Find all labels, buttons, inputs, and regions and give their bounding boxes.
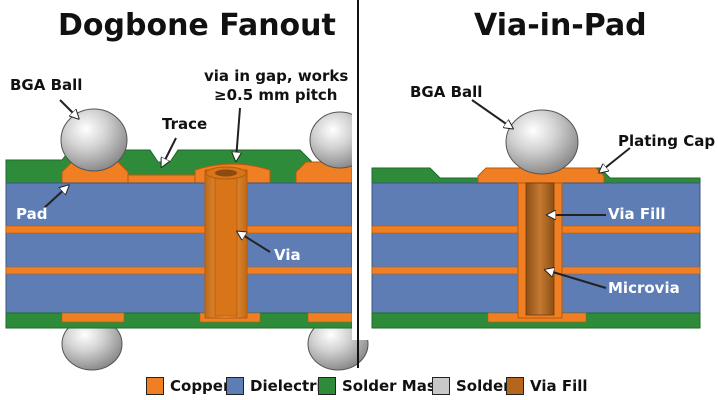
legend-swatch-copper: [146, 377, 164, 395]
label-bga-ball-left: BGA Ball: [10, 76, 83, 94]
dogbone-title: Dogbone Fanout: [58, 8, 336, 43]
label-via-note-line1: via in gap, works: [204, 67, 349, 85]
legend-label-dielectric: Dielectric: [250, 377, 331, 395]
legend-label-solder: Solder: [456, 377, 511, 395]
top-bga-ball-dogbone: [60, 108, 128, 172]
via-in-pad-panel: [371, 99, 701, 329]
label-via: Via: [274, 246, 301, 264]
via-in-pad-title: Via-in-Pad: [474, 8, 647, 43]
label-via-fill: Via Fill: [608, 205, 666, 223]
label-trace: Trace: [162, 115, 208, 133]
legend: Copper Dielectric Solder Mask Solder Via…: [0, 372, 718, 396]
legend-label-copper: Copper: [170, 377, 231, 395]
board-base-left: [5, 182, 353, 314]
legend-swatch-via-fill: [506, 377, 524, 395]
label-bga-ball-right: BGA Ball: [410, 83, 483, 101]
legend-label-via-fill: Via Fill: [530, 377, 588, 395]
dogbone-panel: [5, 99, 372, 371]
label-plating-cap: Plating Cap: [618, 132, 716, 150]
top-bga-ball-via-in-pad: [505, 109, 579, 175]
dogbone-trace-copper: [127, 174, 206, 184]
legend-label-solder-mask: Solder Mask: [342, 377, 446, 395]
label-via-note-line2: ≥0.5 mm pitch: [214, 86, 338, 104]
label-pad: Pad: [16, 205, 48, 223]
label-microvia: Microvia: [608, 279, 680, 297]
legend-swatch-dielectric: [226, 377, 244, 395]
via-fill-core: [525, 182, 555, 316]
solder-mask-bottom-left: [5, 312, 353, 329]
legend-swatch-solder: [432, 377, 450, 395]
legend-swatch-solder-mask: [318, 377, 336, 395]
